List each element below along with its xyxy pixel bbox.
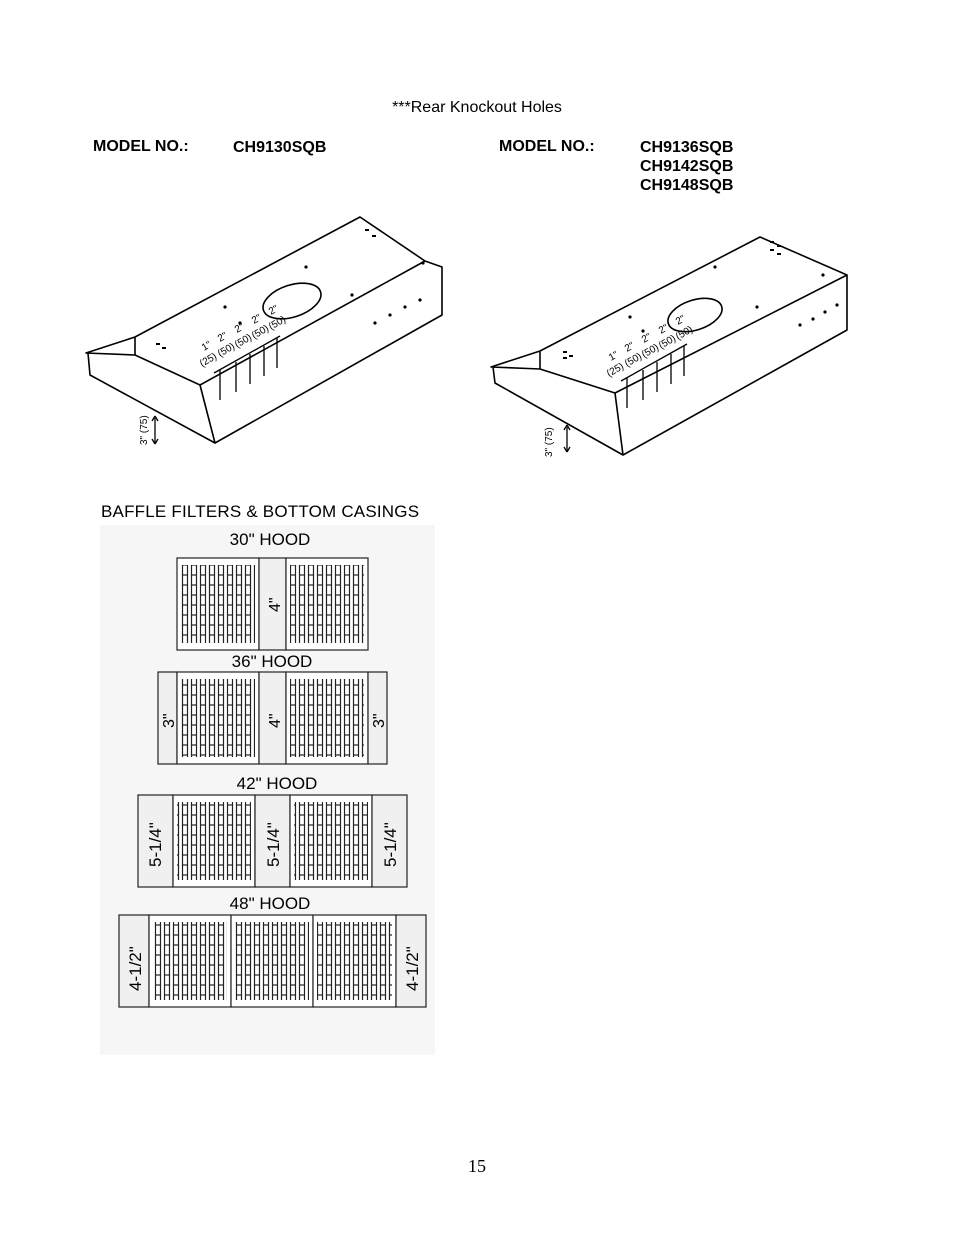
casing-width-label: 4" (267, 597, 284, 612)
hood-diagram-left: 1" 2" 2" 2" 2" (25) (50) (50) (50) (50) … (85, 216, 443, 445)
casing-width-label: 5-1/4" (146, 822, 165, 867)
hood-48-assembly: 4-1/2" 4-1/2" (118, 914, 427, 1008)
casing-width-label: 3" (371, 713, 388, 728)
bottom-casing (118, 914, 150, 1008)
height-label: 3" (75) (139, 415, 150, 445)
hood-42-assembly: 5-1/4" 5-1/4" 5-1/4" (137, 794, 408, 888)
bottom-casing (258, 671, 287, 765)
right-model-number: CH9136SQB (640, 139, 734, 156)
baffle-diagram: 30" HOOD 4" 36" HOOD 3" 4" 3" 42" HOOD 5… (100, 525, 435, 1055)
hood-diagram-right: 1" 2" 2" 2" 2" (25) (50) (50) (50) (50) … (490, 236, 848, 457)
baffle-slats (181, 679, 255, 757)
hood-30-assembly: 4" (176, 557, 369, 651)
baffle-slats (294, 802, 368, 880)
bottom-casing (367, 671, 388, 765)
baffle-section-title: BAFFLE FILTERS & BOTTOM CASINGS (101, 502, 420, 521)
metric-label: (25) (198, 351, 219, 369)
right-model-list: CH9136SQB CH9142SQB CH9148SQB (640, 138, 733, 195)
baffle-slats (177, 802, 251, 880)
hood-36-assembly: 3" 4" 3" (157, 671, 388, 765)
bottom-casing (371, 794, 408, 888)
bottom-casing (258, 557, 287, 651)
left-model-number: CH9130SQB (233, 139, 327, 156)
baffle-slats (290, 679, 364, 757)
metric-label: (50) (674, 324, 695, 342)
casing-width-label: 4-1/2" (403, 946, 422, 991)
baffle-slats (317, 922, 392, 1000)
bottom-casing (254, 794, 291, 888)
metric-label: (25) (605, 361, 626, 379)
casing-width-label: 4" (267, 713, 284, 728)
baffle-slats (290, 565, 364, 643)
bottom-casing (395, 914, 427, 1008)
baffle-slats (181, 565, 255, 643)
casing-width-label: 3" (161, 713, 178, 728)
hood-title-30: 30" HOOD (230, 530, 311, 549)
right-model-number: CH9142SQB (640, 158, 734, 175)
hood-title-48: 48" HOOD (230, 894, 311, 913)
page-number: 15 (468, 1156, 486, 1176)
hood-title-36: 36" HOOD (232, 652, 313, 671)
bottom-casing (137, 794, 174, 888)
left-model-label: MODEL NO.: (93, 138, 189, 155)
casing-width-label: 4-1/2" (126, 946, 145, 991)
right-model-number: CH9148SQB (640, 177, 734, 194)
baffle-slats (153, 922, 227, 1000)
casing-width-label: 5-1/4" (264, 822, 283, 867)
right-model-label: MODEL NO.: (499, 138, 595, 155)
casing-width-label: 5-1/4" (381, 822, 400, 867)
hood-title-42: 42" HOOD (237, 774, 318, 793)
rear-knockout-caption: ***Rear Knockout Holes (392, 99, 562, 116)
baffle-slats (235, 922, 309, 1000)
height-label: 3" (75) (544, 427, 555, 457)
